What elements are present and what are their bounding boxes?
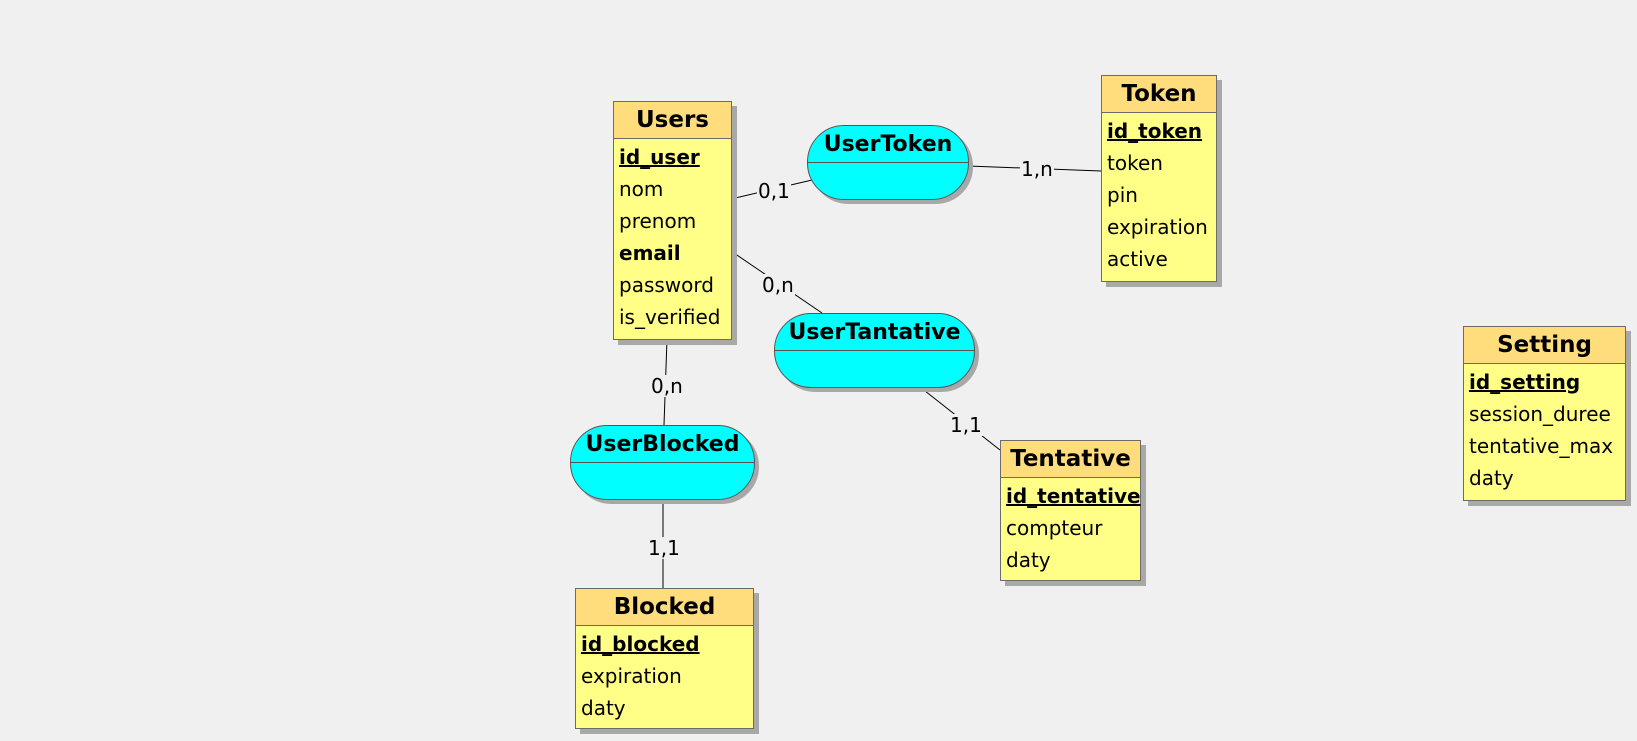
attribute: expiration <box>1107 215 1208 239</box>
primary-key-attribute: id_tentative <box>1006 484 1141 508</box>
attribute: daty <box>1006 548 1051 572</box>
cardinality-tentative-usertantative: 1,1 <box>949 413 983 437</box>
association-userblocked[interactable]: UserBlocked <box>570 425 755 500</box>
attribute: compteur <box>1006 516 1103 540</box>
attribute: pin <box>1107 183 1138 207</box>
attribute: daty <box>1469 466 1514 490</box>
association-usertoken[interactable]: UserToken <box>807 125 969 200</box>
primary-key-attribute: id_blocked <box>581 632 700 656</box>
entity-users[interactable]: Users id_user nom prenom email password … <box>613 101 732 340</box>
attribute: email <box>619 241 681 265</box>
entity-setting[interactable]: Setting id_setting session_duree tentati… <box>1463 326 1626 501</box>
entity-title: Blocked <box>576 589 753 626</box>
entity-tentative[interactable]: Tentative id_tentative compteur daty <box>1000 440 1141 581</box>
attribute: session_duree <box>1469 402 1611 426</box>
association-usertantative[interactable]: UserTantative <box>774 313 975 388</box>
attribute: active <box>1107 247 1168 271</box>
attribute: password <box>619 273 714 297</box>
entity-title: Tentative <box>1001 441 1140 478</box>
association-title: UserToken <box>808 126 968 163</box>
attribute: is_verified <box>619 305 721 329</box>
attribute: token <box>1107 151 1163 175</box>
association-title: UserBlocked <box>571 426 754 463</box>
primary-key-attribute: id_user <box>619 145 700 169</box>
cardinality-blocked-userblocked: 1,1 <box>647 536 681 560</box>
attribute: prenom <box>619 209 697 233</box>
entity-title: Token <box>1102 76 1216 113</box>
entity-title: Users <box>614 102 731 139</box>
entity-title: Setting <box>1464 327 1625 364</box>
cardinality-users-usertantative: 0,n <box>761 273 795 297</box>
attribute: nom <box>619 177 664 201</box>
primary-key-attribute: id_token <box>1107 119 1203 143</box>
cardinality-users-usertoken: 0,1 <box>757 179 791 203</box>
association-title: UserTantative <box>775 314 974 351</box>
cardinality-users-userblocked: 0,n <box>650 374 684 398</box>
entity-token[interactable]: Token id_token token pin expiration acti… <box>1101 75 1217 282</box>
cardinality-token-usertoken: 1,n <box>1020 157 1054 181</box>
attribute: daty <box>581 696 626 720</box>
entity-blocked[interactable]: Blocked id_blocked expiration daty <box>575 588 754 729</box>
attribute: tentative_max <box>1469 434 1614 458</box>
primary-key-attribute: id_setting <box>1469 370 1581 394</box>
attribute: expiration <box>581 664 682 688</box>
